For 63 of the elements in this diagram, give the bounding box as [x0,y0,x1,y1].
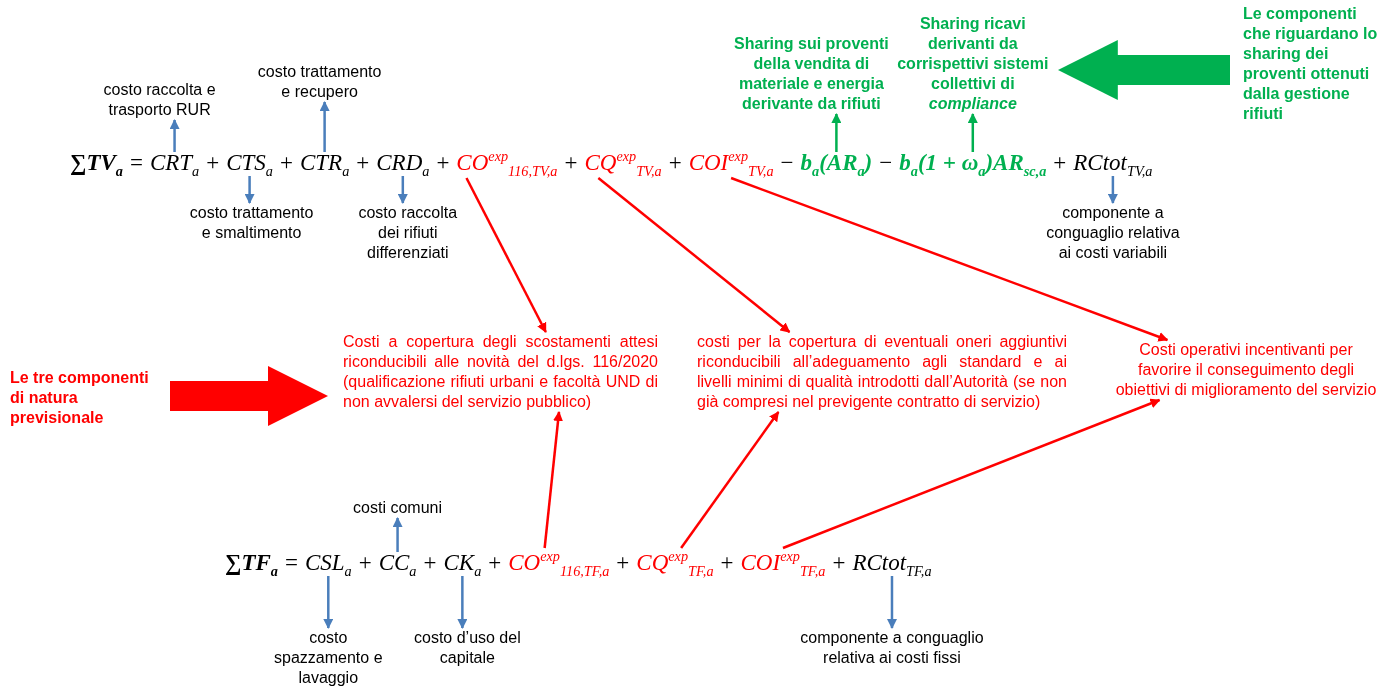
formula-term: CRT$_{a}$ [149,148,200,178]
operator-symbol: = [129,149,143,177]
annotation-text: componente a conguaglio relativa ai costi fissi [777,628,1007,668]
annotation-text: costo trattamento e smaltimento [189,203,315,243]
arrow [680,411,780,549]
formula-term: CK$_{a}$ [443,548,482,578]
arrow [967,113,978,152]
formula-term: CTS$_{a}$ [226,148,273,178]
arrow [319,101,330,152]
annotation-text: costi comuni [332,498,463,518]
annotation-text: costi per la copertura di eventuali oneri aggiuntivi riconducibili all’adeguamento agli standard e ai livelli minimi di qualità introdotti dall’Autorità (se non già compresi nel previgente contratto di servizio) [697,332,1067,412]
operator-symbol: = [284,549,298,577]
annotation-text: costo spazzamento e lavaggio [270,628,386,688]
block-arrow [170,366,328,426]
operator-symbol: + [720,549,734,577]
formula-term: ∑TV$_{a}$ [70,148,123,178]
formula-term: RCtot$_{TV,a}$ [1073,148,1153,178]
arrow [782,398,1161,550]
annotation-text: componente a conguaglio relativa ai costi variabili [1037,203,1188,263]
annotation-text: costo raccolta e trasporto RUR [74,80,245,120]
operator-symbol: + [206,149,220,177]
arrow [169,119,180,152]
arrow [397,176,408,204]
operator-symbol: + [358,549,372,577]
arrow [730,176,1169,342]
annotation-text: costo trattamento e recupero [257,62,383,102]
operator-symbol: + [279,149,293,177]
operator-symbol: + [488,549,502,577]
operator-symbol: − [780,149,794,177]
arrow [831,113,842,152]
annotation-text: costo raccolta dei rifiuti differenziati [357,203,458,263]
arrow [887,576,897,629]
operator-symbol: + [356,149,370,177]
arrow [543,411,564,549]
operator-symbol: − [879,149,893,177]
formula-term: ∑TF$_{a}$ [225,548,278,578]
arrow [323,576,334,629]
arrow [392,517,403,552]
operator-symbol: + [564,149,578,177]
operator-symbol: + [423,549,437,577]
formula-term: CRD$_{a}$ [376,148,430,178]
formula-term: RCtot$_{TF,a}$ [852,548,932,578]
operator-symbol: + [832,549,846,577]
formula-term: b$_{a}$(1 + ω$_{a}$)AR$_{sc,a}$ [899,148,1047,178]
formula-term: CTR$_{a}$ [299,148,350,178]
annotation-text: Costi operativi incentivanti per favorire il conseguimento degli obiettivi di miglioramento del servizio [1115,340,1377,400]
formula-term: b$_{a}$(AR$_{a}$) [800,148,873,178]
callout-text: Le tre componenti di natura previsionale [10,368,215,428]
annotation-text: costo d’uso del capitale [404,628,530,668]
operator-symbol: + [436,149,450,177]
annotation-text: Costi a copertura degli scostamenti attesi riconducibili alle novità del d.lgs. 116/2020 (qualificazione rifiuti urbani e facoltà UND di non avvalersi del servizio pubblico) [328,332,658,412]
arrow [244,176,255,204]
arrow [465,177,547,333]
formula-term: CC$_{a}$ [378,548,417,578]
formula-term: CSL$_{a}$ [304,548,352,578]
arrow [597,177,791,333]
operator-symbol: + [668,149,682,177]
block-arrow [1057,40,1230,100]
operator-symbol: + [1053,149,1067,177]
callout-text: Le componenti che riguardano lo sharing dei proventi ottenuti dalla gestione rifiuti [1228,4,1378,124]
operator-symbol: + [616,549,630,577]
arrow [1107,176,1118,204]
arrow [457,576,468,629]
